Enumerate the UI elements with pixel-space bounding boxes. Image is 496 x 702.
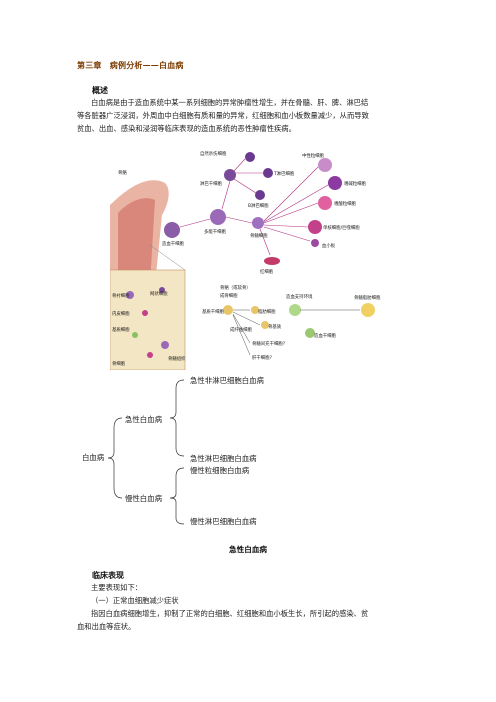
label-stroma-cell: 基质细胞 (112, 326, 130, 333)
marrow-inset (110, 269, 186, 370)
overview-heading: 概述 (92, 85, 108, 95)
label-endo: 网状细胞 (150, 290, 168, 297)
lymph-stem-cell (224, 169, 236, 181)
label-mono: 单核细胞/巨噬细胞 (323, 224, 360, 231)
osteo-cell (261, 321, 269, 329)
chapter-title: 第三章 病例分析——白血病 (77, 60, 184, 70)
label-multi: 多能干细胞 (204, 228, 227, 235)
mono-cell (308, 220, 322, 234)
label-cartilage: 成骨细胞 (220, 292, 238, 299)
rbc-cell (264, 257, 280, 265)
tree-acute-2: 急性淋巴细胞白血病 (190, 454, 257, 463)
support-cell (289, 304, 301, 316)
label-nk: 自然杀伤细胞 (200, 150, 227, 157)
label-eosinophil: 嗜酸粒细胞 (334, 200, 357, 207)
myeloid-cell (252, 217, 264, 229)
clinical-block: 主要表现如下： （一）正常血细胞减少症状 指因白血病细胞增生，抑制了正常的白细胞… (77, 581, 437, 633)
support-cell-2 (305, 328, 315, 338)
label-t-cell: T淋巴细胞 (273, 170, 295, 177)
platelet-cell (311, 239, 319, 247)
tree-root: 白血病 (82, 453, 105, 462)
clinical-heading: 临床表现 (92, 570, 124, 580)
label-bone: 骨骼 (118, 169, 127, 176)
tree-chronic-1: 慢性粒细胞白血病 (190, 466, 250, 475)
overview-line: 白血病是由于造血系统中某一系列细胞的异常肿瘤性增生，并在骨髓、肝、脾、淋巴结 (91, 98, 369, 107)
label-osteo-line: 骨基质 (268, 323, 282, 330)
neutrophil-cell (318, 158, 332, 172)
label-rbc: 红细胞 (260, 268, 274, 275)
stromal-cell (223, 305, 233, 315)
hematopoiesis-figure: 骨骼 自然杀伤细胞 淋巴干细胞 T淋巴细胞 B淋巴细胞 中性粒细胞 嗜碱粒细胞 … (110, 150, 381, 370)
label-liver-stem: 肝干细胞? (252, 354, 273, 361)
label-hsc: 造血干细胞 (162, 240, 185, 247)
label-bone-lining: 骨衬细胞 (112, 292, 130, 299)
overview-line: 等各脏器广泛浸润，外周血中白细胞有质和量的异常，红细胞和血小板数量减少，从而导致 (77, 111, 369, 120)
label-adipo: 骨髓脂肪细胞 (354, 294, 381, 301)
b-cell (255, 190, 265, 200)
adipo-cell (361, 303, 375, 317)
hsc-cell (164, 222, 180, 238)
label-fibro: 成纤维细胞 (230, 326, 253, 333)
acute-brace (169, 379, 185, 457)
tree-acute: 急性白血病 (125, 415, 162, 424)
nk-cell (245, 152, 255, 162)
tree-chronic-2: 慢性淋巴细胞白血病 (190, 517, 257, 526)
clinical-line: 血和出血等症状。 (77, 622, 136, 631)
label-nerve: 骨细胞 (112, 360, 126, 367)
chronic-brace (169, 467, 185, 525)
label-b-cell: B淋巴细胞 (248, 202, 269, 209)
label-fat: 脂肪细胞 (258, 308, 276, 315)
label-stromal: 基质干细胞 (202, 308, 225, 315)
clinical-line: 指因白血病细胞增生，抑制了正常的白细胞、红细胞和血小板生长，所引起的感染、贫 (91, 609, 369, 618)
classification-tree (107, 379, 185, 525)
label-platelet: 血小板 (322, 242, 336, 249)
label-basophil: 嗜碱粒细胞 (344, 180, 367, 187)
label-lymph-stem: 淋巴干细胞 (200, 180, 223, 187)
clinical-intro: 主要表现如下： (91, 583, 143, 592)
root-brace (107, 417, 123, 499)
label-neutrophil: 中性粒细胞 (302, 152, 325, 159)
section-title: 急性白血病 (229, 545, 267, 554)
t-cell (263, 168, 273, 178)
label-bone-soft: 骨骼（或软骨） (220, 284, 251, 291)
overview-line: 贫血、出血、感染和浸润等临床表现的造血系统的恶性肿瘤性疾病。 (77, 124, 296, 133)
clinical-item: （一）正常血细胞减少症状 (91, 596, 179, 605)
multi-cell (210, 209, 226, 225)
label-marrow: 骨髓组织 (168, 355, 186, 362)
label-endothelial: 内皮细胞 (112, 310, 130, 317)
tree-chronic: 慢性白血病 (125, 494, 162, 503)
label-osteo-stem: 骨髓间充干细胞? (252, 340, 286, 347)
eosinophil-cell (318, 196, 332, 210)
label-blood-stem: 造血干细胞 (314, 332, 337, 339)
basophil-cell (328, 176, 342, 190)
cartilage-cell (251, 306, 259, 314)
label-myeloid: 骨髓细胞 (250, 232, 268, 239)
overview-paragraph: 白血病是由于造血系统中某一系列细胞的异常肿瘤性增生，并在骨髓、肝、脾、淋巴结 等… (77, 96, 437, 135)
tree-acute-1: 急性非淋巴细胞白血病 (190, 376, 264, 385)
label-support: 造血支持环境 (286, 293, 313, 300)
